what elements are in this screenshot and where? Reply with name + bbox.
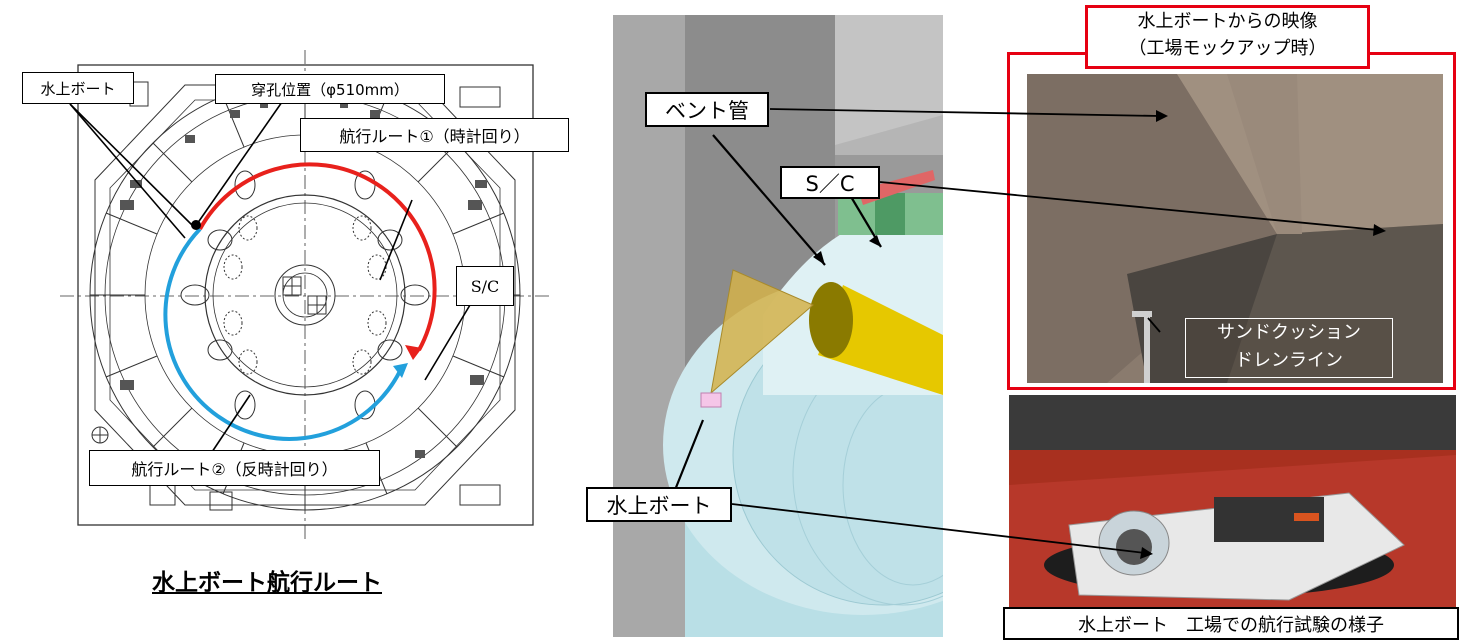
drain-label-line1: サンドクッション [1217, 322, 1361, 343]
video-title-box: 水上ボートからの映像 （工場モックアップ時） [1085, 5, 1370, 69]
video-title-line2: （工場モックアップ時） [1128, 38, 1327, 59]
route2-arrowhead [393, 363, 408, 378]
plan-title: 水上ボート航行ルート [152, 570, 382, 596]
label-sc-plan: S/C [456, 266, 514, 306]
route1-arrowhead [405, 345, 422, 360]
video-title-line1: 水上ボートからの映像 [1137, 11, 1318, 32]
label-boat-plan: 水上ボート [22, 72, 134, 104]
label-route2: 航行ルート②（反時計回り） [89, 450, 380, 486]
route1-arc [198, 162, 437, 351]
label-vent-pipe: ベント管 [645, 92, 769, 127]
drain-label: サンドクッション ドレンライン [1185, 318, 1393, 378]
trial-caption: 水上ボート 工場での航行試験の様子 [1003, 607, 1459, 640]
label-boat-3d: 水上ボート [586, 487, 732, 522]
drain-label-line2: ドレンライン [1235, 350, 1343, 371]
route2-arc [163, 227, 402, 441]
label-drill-position: 穿孔位置（φ510mm） [215, 74, 445, 104]
trial-photo [1009, 395, 1456, 625]
label-sc-3d: S／C [780, 166, 880, 199]
label-route1: 航行ルート①（時計回り） [300, 118, 569, 152]
